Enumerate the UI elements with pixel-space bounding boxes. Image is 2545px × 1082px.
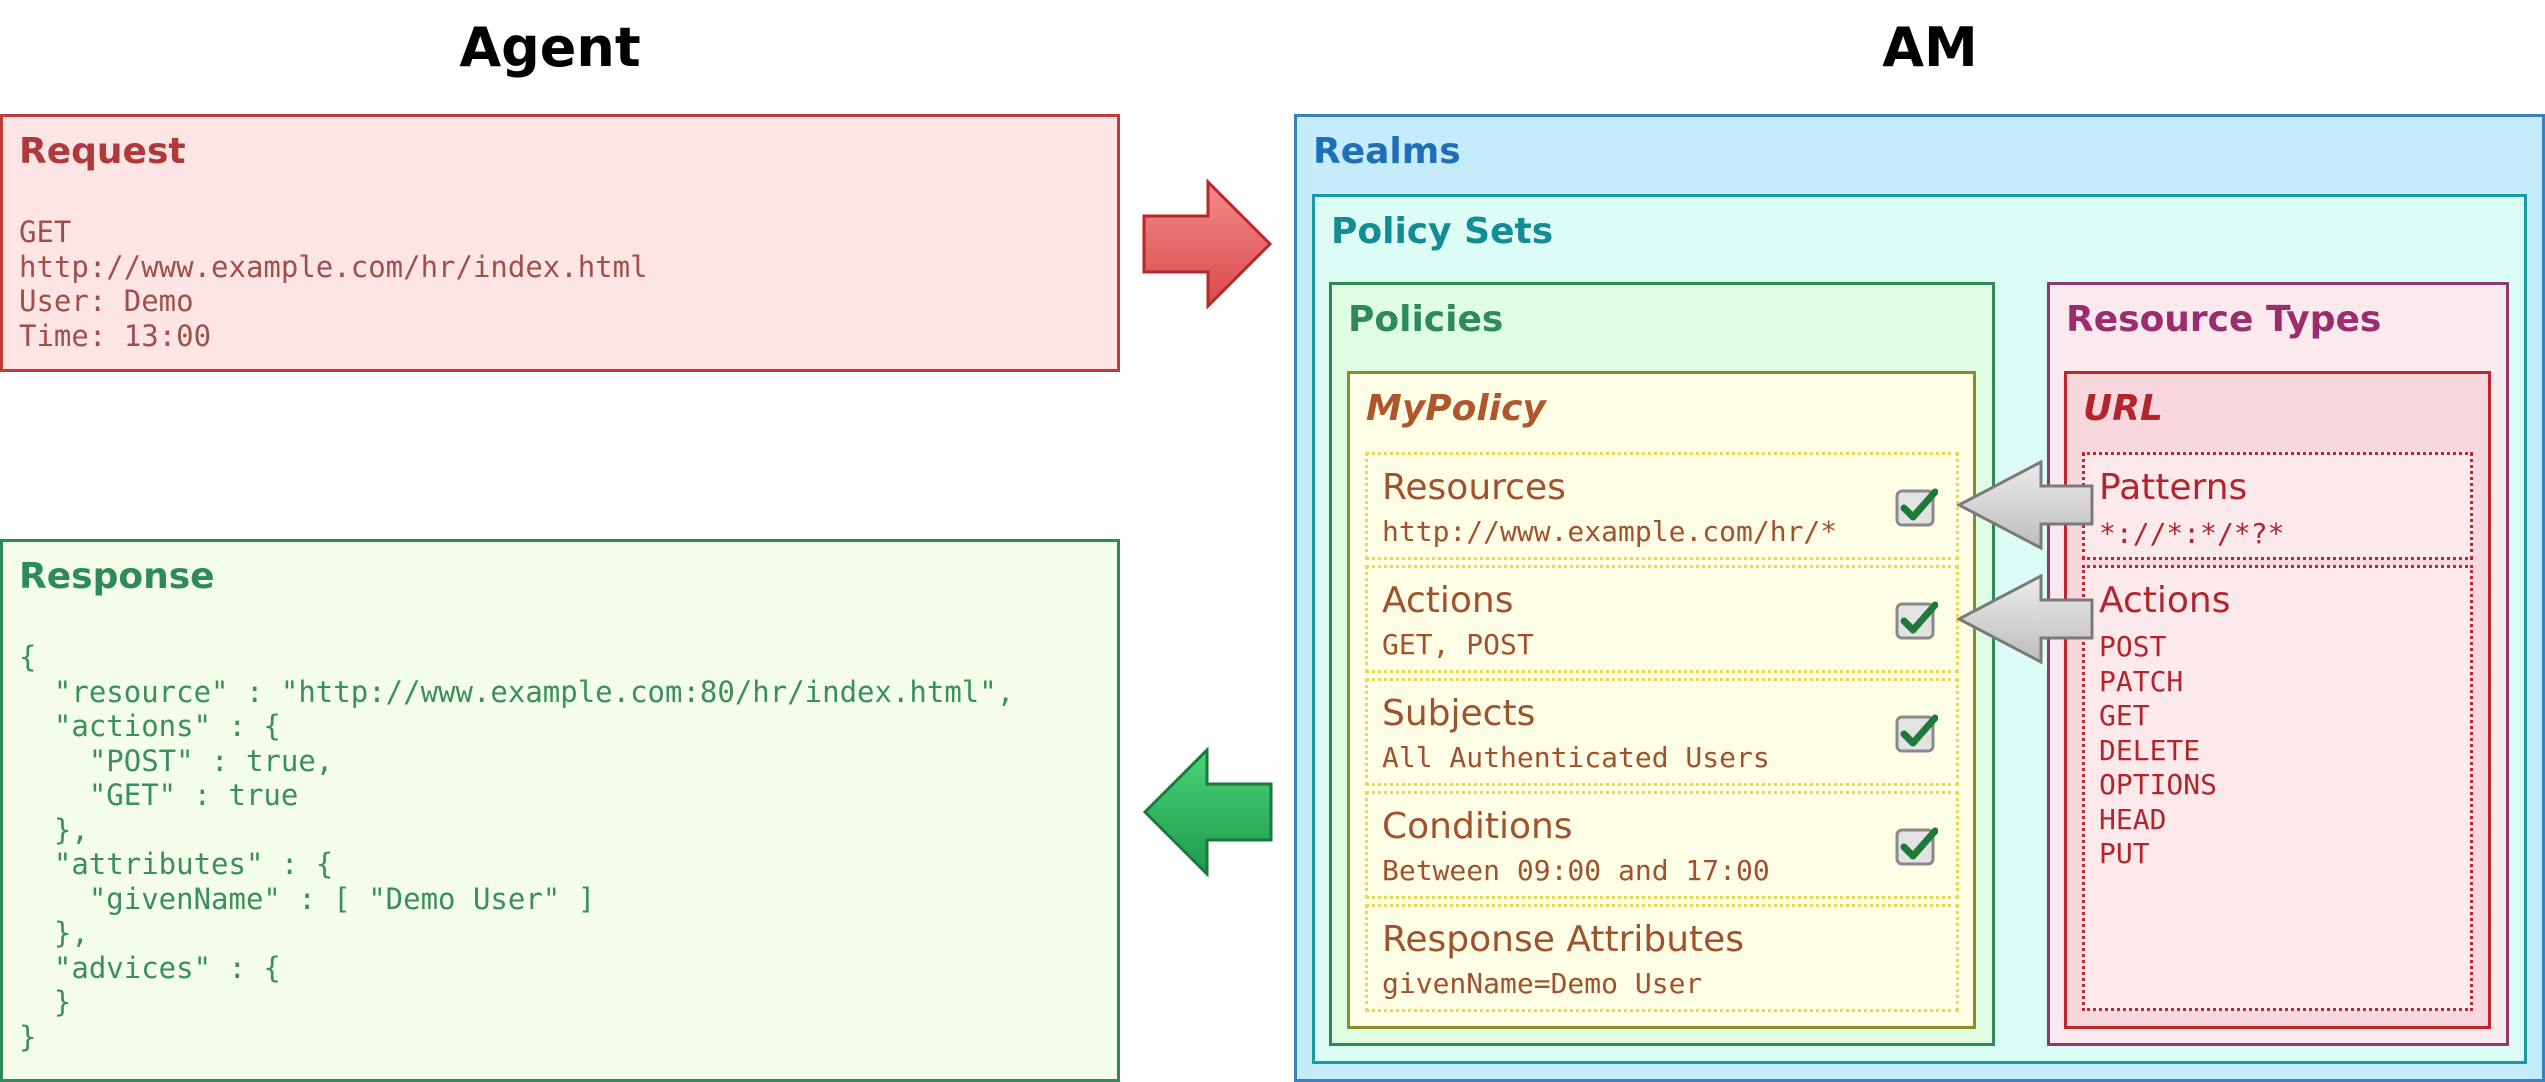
policy-section-title: Conditions	[1382, 806, 1573, 847]
request-title: Request	[19, 131, 186, 172]
url-action-item: HEAD	[2099, 802, 2167, 836]
policies-title: Policies	[1348, 299, 1504, 340]
url-action-item: GET	[2099, 699, 2150, 732]
response-panel: Response { "resource" : "http://www.exam…	[0, 539, 1120, 1082]
policy-section-value: Between 09:00 and 17:00	[1382, 854, 1770, 887]
url-actions-title: Actions	[2099, 580, 2231, 621]
response-title: Response	[19, 556, 215, 597]
policy-section-value: All Authenticated Users	[1382, 741, 1770, 774]
resource-types-title: Resource Types	[2066, 299, 2382, 340]
patterns-to-resources-arrow-icon	[1955, 459, 2094, 551]
policy-section-response-attributes: Response Attributes givenName=Demo User	[1365, 904, 1959, 1012]
policy-section-title: Actions	[1382, 580, 1514, 621]
patterns-title: Patterns	[2099, 467, 2248, 508]
url-action-item: POST	[2099, 630, 2167, 663]
policy-sets-title: Policy Sets	[1331, 211, 1554, 252]
url-title: URL	[2083, 388, 2163, 429]
patterns-value: *://*:*/*?*	[2099, 517, 2285, 550]
checkmark-icon	[1895, 827, 1938, 866]
mypolicy-title: MyPolicy	[1366, 388, 1546, 429]
policy-section-value: http://www.example.com/hr/*	[1382, 515, 1838, 548]
checkmark-icon	[1895, 714, 1938, 753]
url-action-item: DELETE	[2099, 733, 2201, 767]
response-body: { "resource" : "http://www.example.com:8…	[19, 640, 1015, 1054]
am-column-title: AM	[1882, 16, 1978, 79]
checkmark-icon	[1895, 488, 1938, 527]
realms-title: Realms	[1313, 131, 1461, 172]
checkmark-icon	[1895, 601, 1938, 640]
actions-to-actions-arrow-icon	[1955, 573, 2094, 665]
url-action-item: PUT	[2099, 837, 2150, 870]
policy-section-title: Response Attributes	[1382, 919, 1745, 960]
policy-section-resources: Resources http://www.example.com/hr/*	[1365, 452, 1959, 560]
request-panel: Request GET http://www.example.com/hr/in…	[0, 114, 1120, 372]
agent-column-title: Agent	[459, 16, 641, 79]
request-body: GET http://www.example.com/hr/index.html…	[19, 215, 648, 353]
url-action-item: PATCH	[2099, 664, 2184, 698]
policy-section-value: givenName=Demo User	[1382, 967, 1703, 1000]
request-arrow-icon	[1142, 178, 1273, 310]
policy-section-title: Resources	[1382, 467, 1566, 508]
patterns-section: Patterns *://*:*/*?*	[2082, 452, 2473, 560]
url-action-item: OPTIONS	[2099, 768, 2218, 801]
policy-section-value: GET, POST	[1382, 628, 1534, 661]
response-arrow-icon	[1142, 746, 1273, 878]
policy-section-title: Subjects	[1382, 693, 1536, 734]
